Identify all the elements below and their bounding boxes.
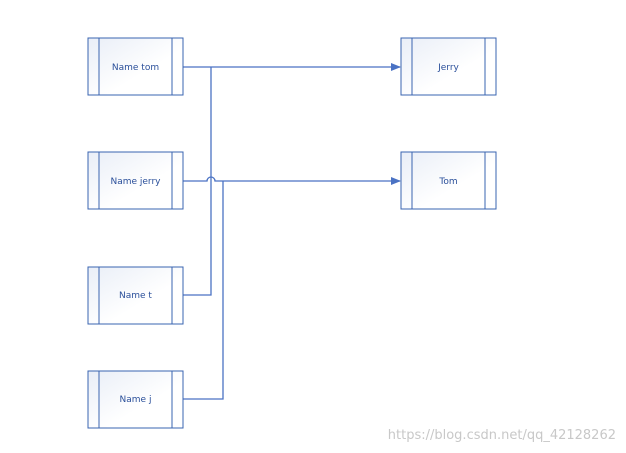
node-name-j-label: Name j [120, 395, 152, 405]
connector-name-j-to-tom [183, 181, 224, 400]
node-name-tom: Name tom [87, 37, 184, 96]
node-name-j: Name j [87, 370, 184, 429]
node-name-t-label: Name t [119, 291, 152, 301]
connector-name-t-to-jerry [183, 67, 212, 296]
node-name-jerry-label: Name jerry [110, 177, 161, 187]
node-name-jerry: Name jerry [87, 151, 184, 210]
node-tom-label: Tom [438, 177, 457, 187]
node-tom: Tom [400, 151, 497, 210]
watermark: https://blog.csdn.net/qq_42128262 [387, 428, 616, 443]
node-jerry-label: Jerry [437, 63, 459, 73]
node-name-t: Name t [87, 266, 184, 325]
node-jerry: Jerry [400, 37, 497, 96]
connector-name-jerry-to-tom [183, 176, 401, 185]
connectors [183, 63, 401, 400]
node-name-tom-label: Name tom [112, 63, 159, 73]
